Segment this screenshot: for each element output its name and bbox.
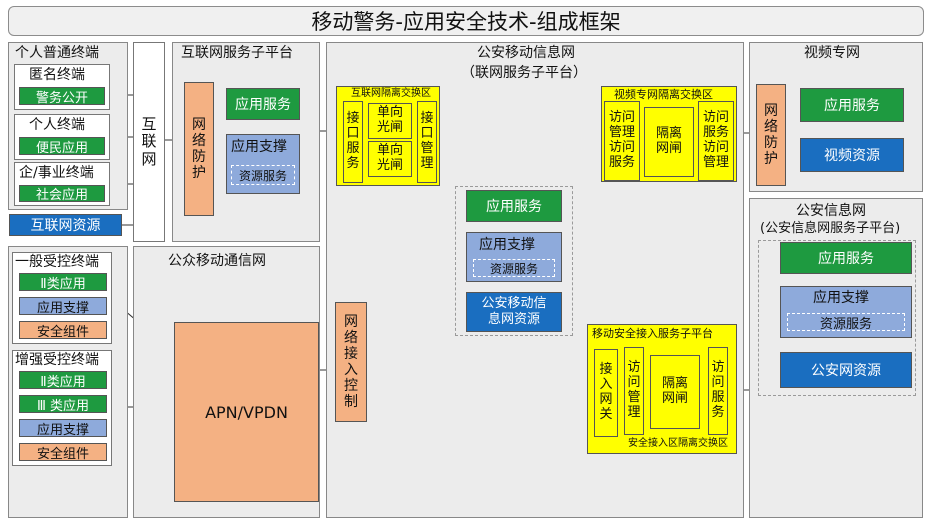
video-access-manage: 访问 管理 访问 服务 xyxy=(604,101,640,181)
enhanced-class2-app: Ⅱ类应用 xyxy=(19,371,107,390)
general-app-support: 应用支撑 xyxy=(19,297,107,316)
general-class2-app: Ⅱ类应用 xyxy=(19,273,107,292)
enhanced-security-component: 安全组件 xyxy=(19,443,107,462)
police-mobile-net-subtitle: （联网服务子平台） xyxy=(461,65,587,81)
police-mobile-app-support: 应用支撑 资源服务 xyxy=(466,232,562,282)
internet-platform-title: 互联网服务子平台 xyxy=(181,45,293,61)
public-mobile-net-title: 公众移动通信网 xyxy=(168,253,266,269)
general-controlled-title: 一般受控终端 xyxy=(15,254,99,270)
enterprise-terminal: 企/事业终端 社会应用 xyxy=(14,162,110,206)
enhanced-app-support: 应用支撑 xyxy=(19,419,107,438)
internet-app-support: 应用支撑 资源服务 xyxy=(226,134,300,194)
general-security-component: 安全组件 xyxy=(19,321,107,340)
mobile-isolation-gate: 隔离 网闸 xyxy=(650,355,700,429)
police-public-app: 警务公开 xyxy=(19,87,105,106)
video-isolation-title: 视频专网隔离交换区 xyxy=(614,88,713,101)
police-info-net-subtitle: (公安信息网服务子平台) xyxy=(760,221,901,236)
video-resource: 视频资源 xyxy=(800,138,904,172)
interface-manage: 接 口 管 理 xyxy=(417,101,437,183)
mobile-access-manage: 访 问 管 理 xyxy=(624,347,644,435)
enterprise-terminal-label: 企/事业终端 xyxy=(19,165,94,181)
oneway-gate-2: 单向 光闸 xyxy=(368,141,412,177)
police-info-app-support: 应用支撑 资源服务 xyxy=(780,286,912,338)
video-net-title: 视频专网 xyxy=(804,45,860,61)
enhanced-class3-app: Ⅲ 类应用 xyxy=(19,395,107,414)
police-info-resource: 公安网资源 xyxy=(780,352,912,388)
personal-terminals-title: 个人普通终端 xyxy=(15,45,99,61)
internet-app-service: 应用服务 xyxy=(226,88,300,120)
secure-access-zone-label: 安全接入区隔离交换区 xyxy=(628,438,728,449)
internet-isolation-title: 互联网隔离交换区 xyxy=(351,88,431,99)
personal-terminal-label: 个人终端 xyxy=(29,117,85,133)
internet-resource-service: 资源服务 xyxy=(231,165,295,185)
police-mobile-resource-service: 资源服务 xyxy=(473,259,555,277)
internet-resource: 互联网资源 xyxy=(9,214,122,236)
police-info-app-service: 应用服务 xyxy=(780,242,912,274)
police-info-app-support-label: 应用支撑 xyxy=(813,290,869,306)
internet-app-support-label: 应用支撑 xyxy=(231,139,287,155)
general-controlled-terminal: 一般受控终端 Ⅱ类应用 应用支撑 安全组件 xyxy=(12,252,112,344)
police-mobile-app-service: 应用服务 xyxy=(466,190,562,222)
internet-block: 互 联 网 xyxy=(133,42,165,242)
video-access-service: 访问 服务 访问 管理 xyxy=(698,101,734,181)
video-isolation-zone: 视频专网隔离交换区 访问 管理 访问 服务 隔离 网闸 访问 服务 访问 管理 xyxy=(601,86,737,182)
anon-terminal: 匿名终端 警务公开 xyxy=(14,64,110,110)
oneway-gate-1: 单向 光闸 xyxy=(368,103,412,139)
mobile-access-platform-title: 移动安全接入服务子平台 xyxy=(592,327,713,340)
police-mobile-core xyxy=(455,186,573,336)
police-mobile-net-title: 公安移动信息网 xyxy=(477,45,575,61)
mobile-access-service: 访 问 服 务 xyxy=(708,347,728,435)
page-title: 移动警务-应用安全技术-组成框架 xyxy=(311,10,621,34)
police-info-core xyxy=(758,240,916,396)
personal-terminal: 个人终端 便民应用 xyxy=(14,114,110,160)
convenience-app: 便民应用 xyxy=(19,137,105,156)
mobile-access-platform: 移动安全接入服务子平台 接 入 网 关 访 问 管 理 隔离 网闸 访 问 服 … xyxy=(587,324,737,454)
internet-firewall: 网 络 防 护 xyxy=(184,82,214,216)
access-gateway: 接 入 网 关 xyxy=(594,349,618,437)
enhanced-controlled-terminal: 增强受控终端 Ⅱ类应用 Ⅲ 类应用 应用支撑 安全组件 xyxy=(12,350,112,466)
title-bar: 移动警务-应用安全技术-组成框架 xyxy=(8,6,924,36)
network-access-control: 网 络 接 入 控 制 xyxy=(335,302,367,422)
video-firewall: 网 络 防 护 xyxy=(756,84,786,186)
internet-isolation-zone: 互联网隔离交换区 接 口 服 务 单向 光闸 单向 光闸 接 口 管 理 xyxy=(336,86,440,186)
police-info-resource-service: 资源服务 xyxy=(787,313,905,332)
police-info-net-title: 公安信息网 xyxy=(796,203,866,219)
police-mobile-app-support-label: 应用支撑 xyxy=(479,237,535,253)
video-app-service: 应用服务 xyxy=(800,88,904,122)
police-mobile-resource: 公安移动信 息网资源 xyxy=(466,292,562,332)
apn-vpdn: APN/VPDN xyxy=(174,322,319,502)
video-isolation-gate: 隔离 网闸 xyxy=(644,107,694,177)
anon-terminal-label: 匿名终端 xyxy=(29,67,85,83)
enhanced-controlled-title: 增强受控终端 xyxy=(15,352,99,368)
social-app: 社会应用 xyxy=(19,185,105,203)
interface-service: 接 口 服 务 xyxy=(343,101,363,183)
